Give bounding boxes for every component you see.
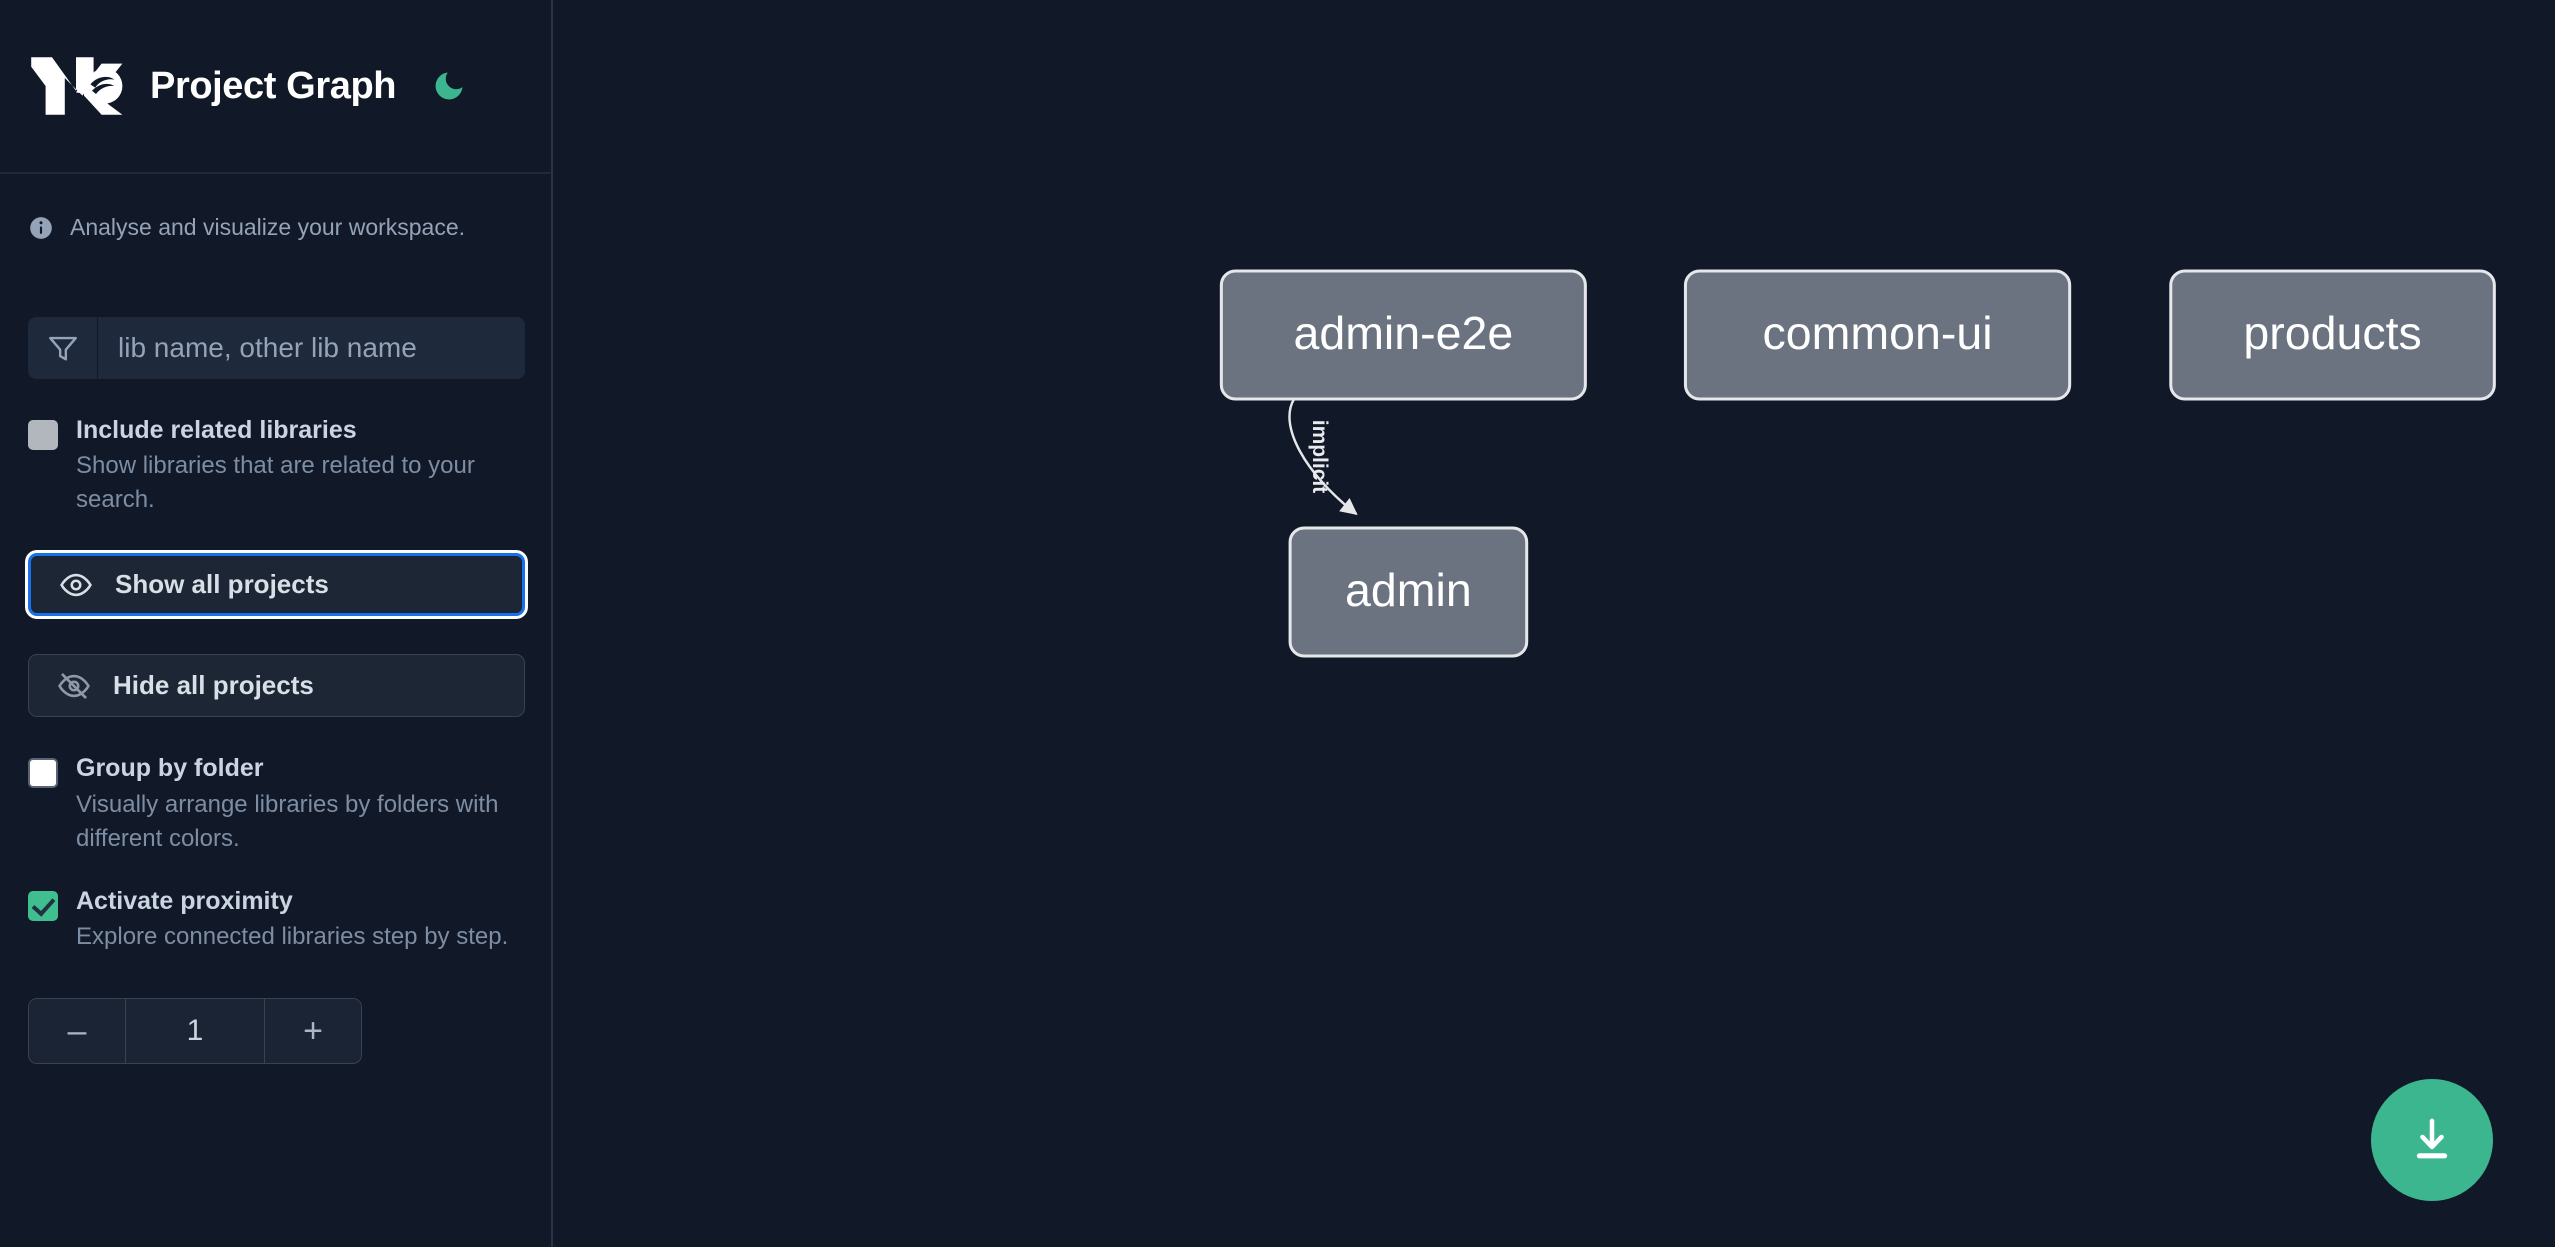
- checkbox-activate-proximity[interactable]: [28, 890, 58, 921]
- search-input[interactable]: [98, 317, 525, 379]
- proximity-stepper[interactable]: – 1 +: [28, 998, 362, 1065]
- option-description: Visually arrange libraries by folders wi…: [76, 790, 499, 852]
- option-texts: Group by folder Visually arrange librari…: [76, 753, 525, 855]
- checkbox-group-by-folder[interactable]: [28, 758, 58, 789]
- option-description: Show libraries that are related to your …: [76, 452, 475, 514]
- eye-off-icon: [58, 672, 90, 699]
- node-label: common-ui: [1763, 307, 1993, 359]
- sidebar: Project Graph Analyse and visualize your…: [0, 0, 553, 1247]
- node-label: admin: [1345, 564, 1472, 616]
- filter-icon: [28, 317, 98, 379]
- stepper-value: 1: [126, 999, 264, 1064]
- page-title: Project Graph: [150, 64, 397, 107]
- sidebar-header: Project Graph: [0, 0, 553, 174]
- node-box: [2169, 269, 2496, 401]
- search-box[interactable]: [28, 317, 525, 379]
- option-group-by-folder[interactable]: Group by folder Visually arrange librari…: [28, 753, 525, 855]
- option-texts: Activate proximity Explore connected lib…: [76, 886, 525, 954]
- node-label: admin-e2e: [1293, 307, 1513, 359]
- moon-glyph: [435, 72, 463, 100]
- hide-all-projects-label: Hide all projects: [113, 670, 314, 701]
- node-box: [1683, 269, 2072, 401]
- checkbox-include-related-libraries[interactable]: [28, 420, 58, 450]
- option-title: Group by folder: [76, 754, 264, 783]
- eye-icon: [60, 573, 92, 597]
- edge-path: [1288, 398, 1358, 516]
- graph-node-common-ui[interactable]: common-ui: [1683, 269, 2072, 401]
- graph-node-admin-e2e[interactable]: admin-e2e: [1219, 269, 1587, 401]
- sidebar-body: Analyse and visualize your workspace. In…: [0, 174, 553, 1065]
- option-title: Include related libraries: [76, 416, 357, 444]
- node-box: [1219, 269, 1587, 401]
- sidebar-divider: [551, 0, 553, 1247]
- option-texts: Include related libraries Show libraries…: [76, 415, 525, 517]
- graph-node-admin[interactable]: admin: [1288, 526, 1529, 658]
- option-include-related-libraries[interactable]: Include related libraries Show libraries…: [28, 415, 525, 517]
- filter-glyph: [48, 336, 77, 361]
- show-all-projects-button[interactable]: Show all projects: [28, 553, 525, 617]
- graph-edge[interactable]: implicit: [1288, 398, 1358, 516]
- download-graph-button[interactable]: [2371, 1079, 2493, 1201]
- graph-edges: implicitimplicit: [1288, 398, 1358, 516]
- project-graph-svg: implicitimplicit admin-e2ecommon-uiprodu…: [1219, 269, 2496, 658]
- option-title: Activate proximity: [76, 886, 293, 915]
- hide-all-projects-button[interactable]: Hide all projects: [28, 654, 525, 718]
- node-box: [1288, 526, 1529, 658]
- option-activate-proximity[interactable]: Activate proximity Explore connected lib…: [28, 886, 525, 954]
- workspace-tagline: Analyse and visualize your workspace.: [28, 174, 525, 251]
- graph-node-products[interactable]: products: [2169, 269, 2496, 401]
- node-label: products: [2243, 307, 2421, 359]
- show-all-projects-label: Show all projects: [115, 569, 329, 600]
- tagline-text: Analyse and visualize your workspace.: [70, 214, 466, 240]
- nx-logo: [31, 57, 123, 115]
- stepper-decrement-button[interactable]: –: [29, 999, 126, 1064]
- moon-icon[interactable]: [428, 65, 470, 107]
- stepper-increment-button[interactable]: +: [264, 999, 361, 1064]
- option-description: Explore connected libraries step by step…: [76, 923, 509, 951]
- graph-nodes: admin-e2ecommon-uiproductsstore-e2eadmin…: [1219, 269, 2496, 658]
- edge-label: implicit: [1308, 420, 1331, 493]
- graph-canvas[interactable]: implicitimplicit admin-e2e common-ui produ…: [553, 0, 2555, 1247]
- info-icon: [30, 216, 52, 239]
- download-icon: [2416, 1118, 2448, 1159]
